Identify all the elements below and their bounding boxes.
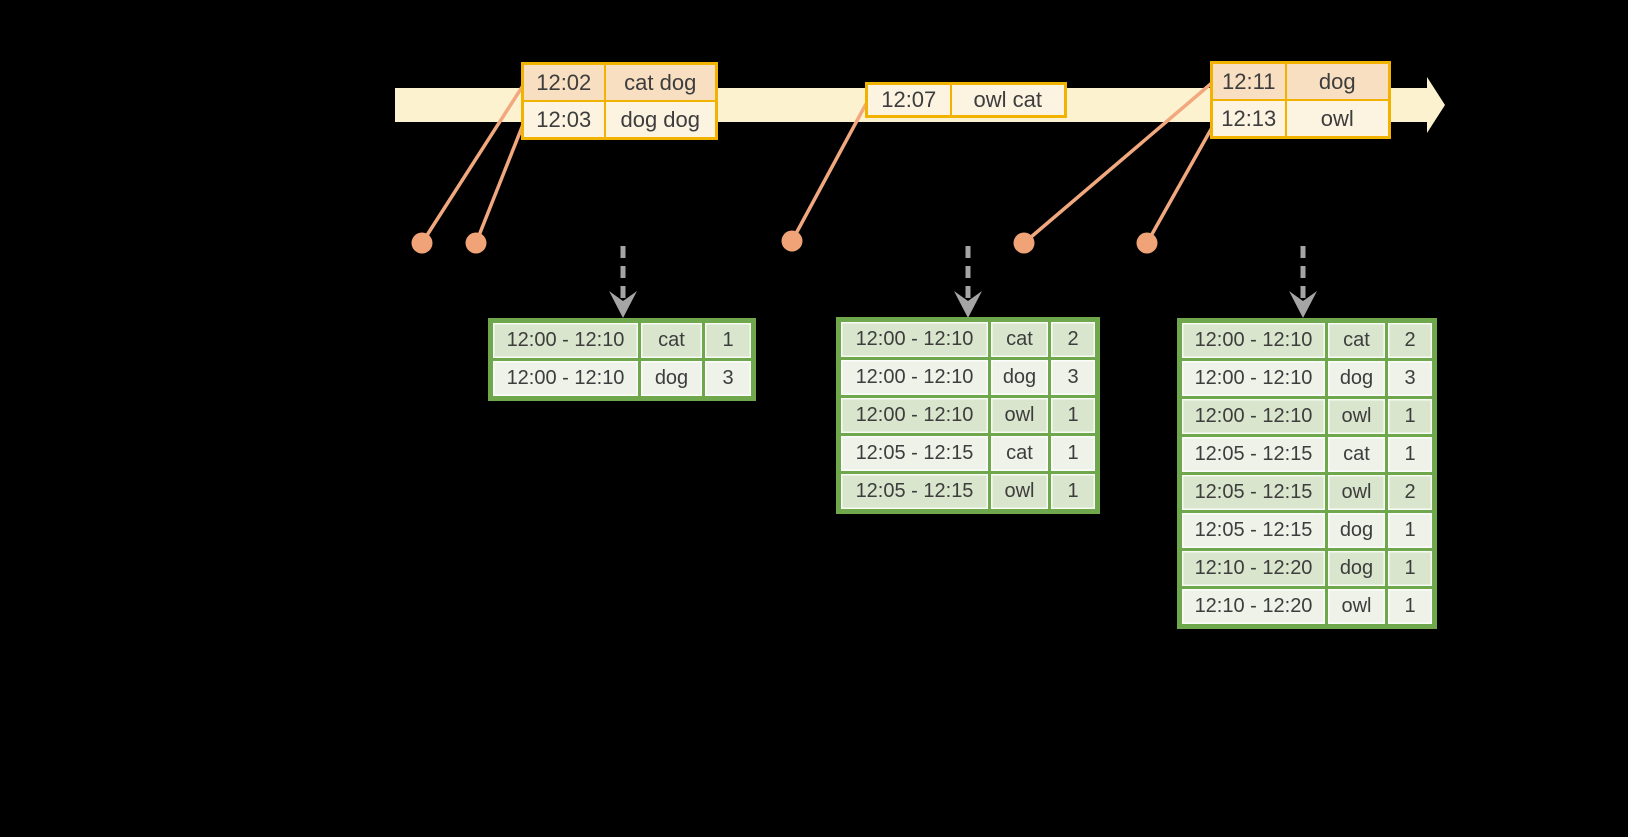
event-table-row: 12:13 owl [1210, 99, 1391, 139]
event-words-cell: owl [1284, 99, 1391, 139]
result-table-row: 12:00 - 12:10 dog 3 [1182, 361, 1432, 396]
result-window-cell: 12:05 - 12:15 [841, 474, 988, 509]
event-line [474, 121, 526, 244]
event-time-cell: 12:03 [521, 100, 606, 140]
result-word-cell: dog [1328, 551, 1385, 586]
result-word-cell: cat [991, 436, 1048, 471]
result-table-2: 12:00 - 12:10 cat 2 12:00 - 12:10 dog 3 … [836, 317, 1100, 514]
result-window-cell: 12:00 - 12:10 [493, 361, 638, 396]
result-count-cell: 1 [1388, 437, 1432, 472]
result-window-cell: 12:00 - 12:10 [841, 322, 988, 357]
result-count-cell: 1 [1051, 474, 1095, 509]
event-table-3: 12:11 dog 12:13 owl [1210, 61, 1391, 139]
result-table-3: 12:00 - 12:10 cat 2 12:00 - 12:10 dog 3 … [1177, 318, 1437, 629]
result-word-cell: dog [1328, 513, 1385, 548]
timeline-arrowhead-icon [1427, 77, 1445, 133]
result-word-cell: owl [1328, 399, 1385, 434]
result-count-cell: 3 [705, 361, 751, 396]
result-table-1: 12:00 - 12:10 cat 1 12:00 - 12:10 dog 3 [488, 318, 756, 401]
result-count-cell: 3 [1388, 361, 1432, 396]
result-word-cell: owl [991, 474, 1048, 509]
event-dot [1013, 232, 1035, 254]
result-count-cell: 3 [1051, 360, 1095, 395]
event-table-row: 12:03 dog dog [521, 100, 718, 140]
result-count-cell: 1 [1388, 513, 1432, 548]
result-count-cell: 2 [1388, 323, 1432, 358]
result-word-cell: owl [1328, 589, 1385, 624]
result-word-cell: dog [1328, 361, 1385, 396]
result-window-cell: 12:00 - 12:10 [493, 323, 638, 358]
result-word-cell: dog [991, 360, 1048, 395]
result-table-row: 12:05 - 12:15 dog 1 [1182, 513, 1432, 548]
event-time-cell: 12:07 [865, 82, 952, 118]
result-count-cell: 1 [1388, 551, 1432, 586]
result-window-cell: 12:10 - 12:20 [1182, 551, 1325, 586]
event-table-row: 12:11 dog [1210, 61, 1391, 101]
event-words-cell: cat dog [603, 62, 718, 102]
result-count-cell: 1 [1388, 589, 1432, 624]
result-table-row: 12:10 - 12:20 dog 1 [1182, 551, 1432, 586]
result-table-row: 12:05 - 12:15 owl 1 [841, 474, 1095, 509]
result-count-cell: 1 [705, 323, 751, 358]
result-table-row: 12:10 - 12:20 owl 1 [1182, 589, 1432, 624]
event-words-cell: dog [1284, 61, 1391, 101]
result-word-cell: cat [1328, 437, 1385, 472]
event-time-cell: 12:11 [1210, 61, 1287, 101]
result-word-cell: owl [991, 398, 1048, 433]
result-window-cell: 12:00 - 12:10 [1182, 323, 1325, 358]
result-table-row: 12:05 - 12:15 cat 1 [1182, 437, 1432, 472]
event-time-cell: 12:02 [521, 62, 606, 102]
result-window-cell: 12:00 - 12:10 [1182, 361, 1325, 396]
result-count-cell: 2 [1051, 322, 1095, 357]
result-table-row: 12:00 - 12:10 cat 1 [493, 323, 751, 358]
result-word-cell: cat [641, 323, 702, 358]
result-table-row: 12:00 - 12:10 owl 1 [841, 398, 1095, 433]
event-table-2: 12:07 owl cat [865, 82, 1067, 118]
result-word-cell: cat [1328, 323, 1385, 358]
result-table-row: 12:00 - 12:10 owl 1 [1182, 399, 1432, 434]
result-table-row: 12:00 - 12:10 cat 2 [1182, 323, 1432, 358]
event-words-cell: dog dog [603, 100, 718, 140]
result-count-cell: 1 [1051, 436, 1095, 471]
result-window-cell: 12:05 - 12:15 [1182, 437, 1325, 472]
event-line [1145, 123, 1216, 244]
trigger-down-arrow-icon [954, 246, 982, 318]
result-count-cell: 1 [1051, 398, 1095, 433]
event-table-1: 12:02 cat dog 12:03 dog dog [521, 62, 718, 140]
result-window-cell: 12:00 - 12:10 [1182, 399, 1325, 434]
result-window-cell: 12:05 - 12:15 [1182, 475, 1325, 510]
result-table-row: 12:00 - 12:10 dog 3 [841, 360, 1095, 395]
result-window-cell: 12:05 - 12:15 [1182, 513, 1325, 548]
result-table-row: 12:05 - 12:15 cat 1 [841, 436, 1095, 471]
result-count-cell: 2 [1388, 475, 1432, 510]
result-table-row: 12:00 - 12:10 cat 2 [841, 322, 1095, 357]
trigger-down-arrow-icon [609, 246, 637, 318]
event-words-cell: owl cat [949, 82, 1067, 118]
result-count-cell: 1 [1388, 399, 1432, 434]
event-dot [781, 230, 803, 252]
event-table-row: 12:02 cat dog [521, 62, 718, 102]
result-window-cell: 12:00 - 12:10 [841, 398, 988, 433]
event-line [790, 103, 868, 242]
result-word-cell: dog [641, 361, 702, 396]
result-window-cell: 12:10 - 12:20 [1182, 589, 1325, 624]
event-time-cell: 12:13 [1210, 99, 1287, 139]
event-dot [465, 232, 487, 254]
result-word-cell: cat [991, 322, 1048, 357]
event-table-row: 12:07 owl cat [865, 82, 1067, 118]
event-dot [411, 232, 433, 254]
trigger-down-arrow-icon [1289, 246, 1317, 318]
result-window-cell: 12:05 - 12:15 [841, 436, 988, 471]
result-word-cell: owl [1328, 475, 1385, 510]
event-line [420, 83, 526, 244]
event-dot [1136, 232, 1158, 254]
result-window-cell: 12:00 - 12:10 [841, 360, 988, 395]
event-line [1022, 80, 1215, 245]
result-table-row: 12:05 - 12:15 owl 2 [1182, 475, 1432, 510]
result-table-row: 12:00 - 12:10 dog 3 [493, 361, 751, 396]
